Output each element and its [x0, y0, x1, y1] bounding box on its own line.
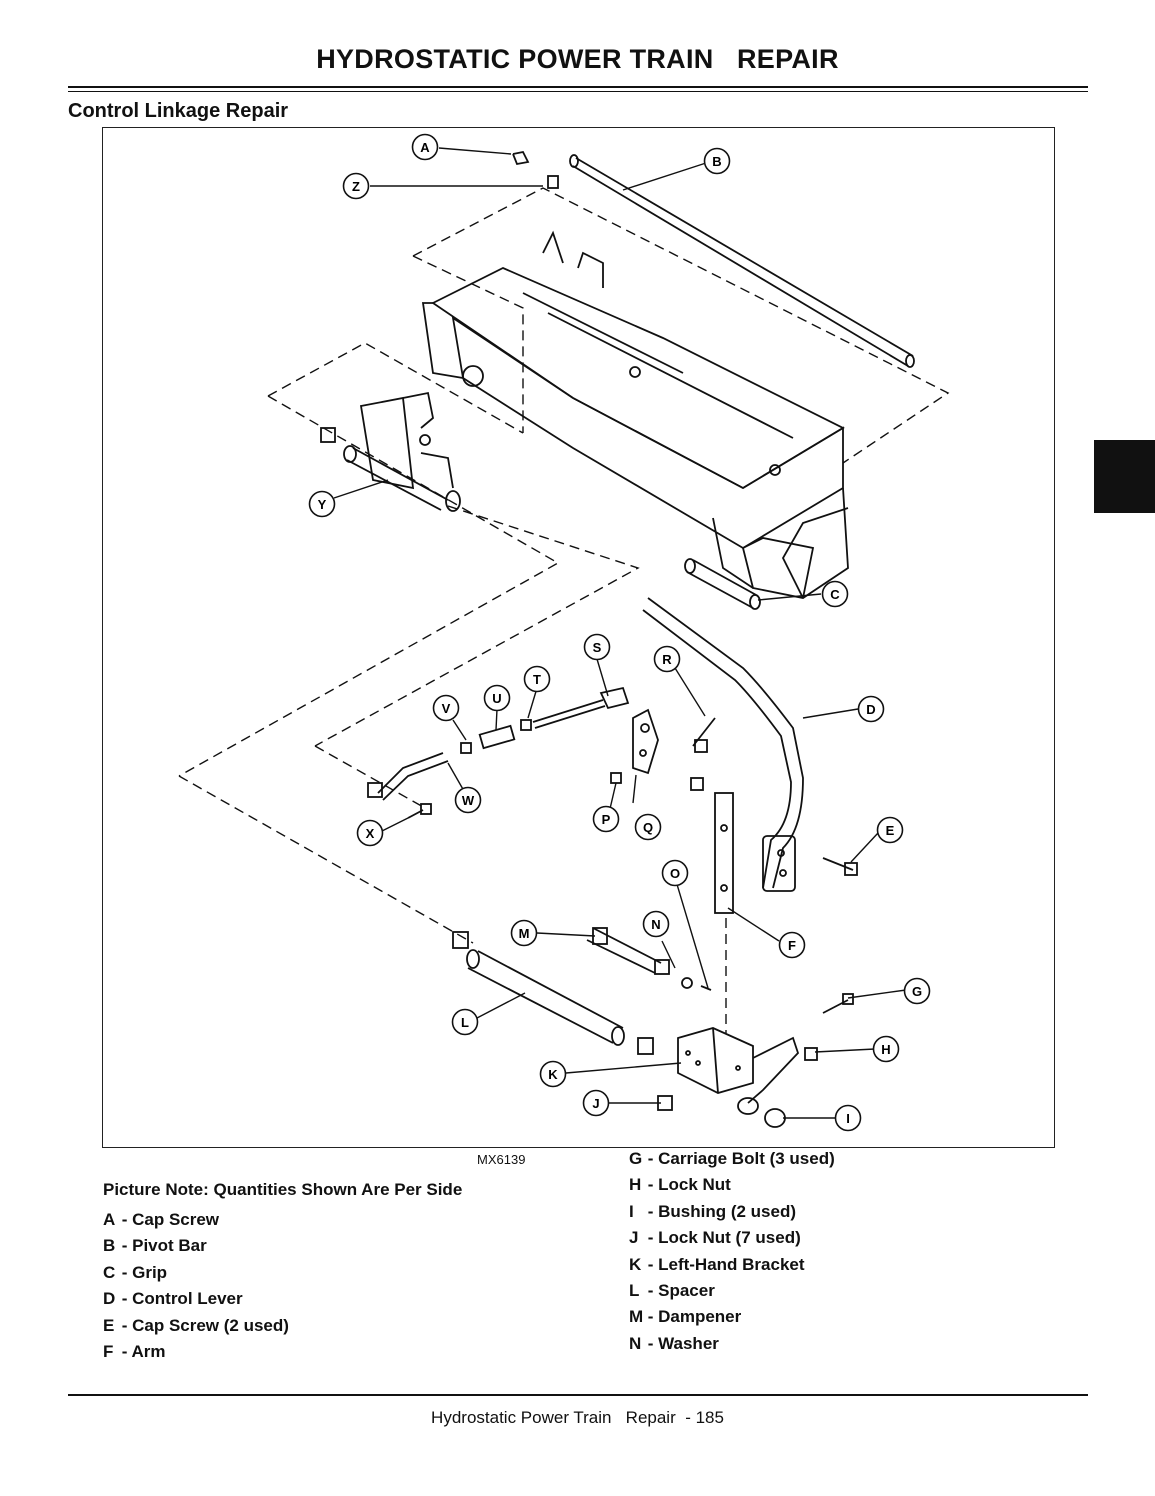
legend-item: J - Lock Nut (7 used)	[629, 1228, 801, 1248]
callout-y: Y	[308, 490, 336, 518]
svg-text:X: X	[366, 826, 375, 841]
svg-text:W: W	[462, 793, 475, 808]
bracket-y	[320, 391, 461, 512]
callout-g: G	[903, 977, 931, 1005]
svg-text:B: B	[712, 154, 721, 169]
fasteners-g-h-i-j	[657, 993, 854, 1128]
callout-leaders	[333, 147, 907, 1119]
svg-text:C: C	[830, 587, 840, 602]
legend-item: M - Dampener	[629, 1307, 742, 1327]
legend-item: K - Left-Hand Bracket	[629, 1254, 805, 1274]
svg-text:Q: Q	[643, 820, 653, 835]
legend-item: N - Washer	[629, 1333, 719, 1353]
title-rule	[68, 86, 1088, 88]
callout-k: K	[539, 1060, 567, 1088]
arm-q	[610, 708, 716, 784]
svg-text:Y: Y	[318, 497, 327, 512]
svg-text:K: K	[548, 1067, 558, 1082]
callout-s: S	[583, 633, 611, 661]
callout-q: Q	[634, 813, 662, 841]
legend-item: C - Grip	[103, 1262, 168, 1282]
callout-l: L	[451, 1008, 479, 1036]
callout-r: R	[653, 645, 681, 673]
callout-e: E	[876, 816, 904, 844]
callout-x: X	[356, 819, 384, 847]
spacer-l	[452, 931, 654, 1055]
legend-item: I - Bushing (2 used)	[629, 1201, 797, 1221]
callout-t: T	[523, 665, 551, 693]
legend-left: A - Cap Screw B - Pivot Bar C - Grip D -…	[103, 1207, 289, 1365]
cap-screw-e	[822, 857, 858, 876]
page-title: HYDROSTATIC POWER TRAIN REPAIR	[316, 44, 839, 74]
control-lever-d	[642, 597, 804, 892]
exploded-diagram: A B C D E F G H I J K L M N O P Q R S T …	[102, 127, 1055, 1148]
callout-u: U	[483, 684, 511, 712]
picture-note: Picture Note: Quantities Shown Are Per S…	[103, 1180, 463, 1199]
callout-b: B	[703, 147, 731, 175]
svg-text:Z: Z	[352, 179, 360, 194]
svg-text:F: F	[788, 938, 796, 953]
legend-item: D - Control Lever	[103, 1289, 243, 1309]
dashed-alignment-lines	[178, 187, 950, 1033]
svg-text:I: I	[846, 1111, 850, 1126]
legend-right: G - Carriage Bolt (3 used) H - Lock Nut …	[629, 1146, 835, 1357]
callout-z: Z	[342, 172, 370, 200]
callout-n: N	[642, 910, 670, 938]
legend-item: H - Lock Nut	[629, 1175, 731, 1195]
callout-v: V	[432, 694, 460, 722]
legend-item: F - Arm	[103, 1341, 166, 1361]
legend-item: B - Pivot Bar	[103, 1236, 207, 1256]
callout-d: D	[857, 695, 885, 723]
svg-text:L: L	[461, 1015, 469, 1030]
svg-text:E: E	[886, 823, 895, 838]
callout-h: H	[872, 1035, 900, 1063]
svg-text:A: A	[420, 140, 430, 155]
linkage-rod	[367, 686, 630, 819]
legend-item: A - Cap Screw	[103, 1210, 220, 1229]
grip-c	[684, 558, 761, 610]
svg-text:M: M	[519, 926, 530, 941]
footer-rule	[68, 1394, 1088, 1396]
svg-text:V: V	[442, 701, 451, 716]
svg-text:G: G	[912, 984, 922, 999]
svg-text:S: S	[593, 640, 602, 655]
title-rule-thin	[68, 91, 1088, 92]
figure-id: MX6139	[477, 1152, 526, 1167]
bracket-k	[677, 1027, 800, 1115]
svg-text:J: J	[592, 1096, 599, 1111]
svg-text:U: U	[492, 691, 501, 706]
svg-text:O: O	[670, 866, 680, 881]
legend-item: E - Cap Screw (2 used)	[103, 1315, 289, 1335]
page-footer: Hydrostatic Power Train Repair - 185	[431, 1408, 724, 1427]
svg-text:H: H	[881, 1042, 890, 1057]
arm-f	[690, 777, 734, 914]
callout-i: I	[834, 1104, 862, 1132]
frame-assembly	[421, 230, 849, 599]
callout-m: M	[510, 919, 538, 947]
legend-item: G - Carriage Bolt (3 used)	[629, 1149, 835, 1168]
callout-j: J	[582, 1089, 610, 1117]
svg-text:P: P	[602, 812, 611, 827]
pivot-bar-b	[512, 150, 915, 368]
svg-text:T: T	[533, 672, 541, 687]
svg-text:R: R	[662, 652, 672, 667]
callout-w: W	[454, 786, 482, 814]
legend-item: L - Spacer	[629, 1280, 715, 1300]
callout-c: C	[821, 580, 849, 608]
svg-text:N: N	[651, 917, 660, 932]
callout-a: A	[411, 133, 439, 161]
callout-f: F	[778, 931, 806, 959]
chapter-tab-marker	[1094, 440, 1155, 513]
callout-o: O	[661, 859, 689, 887]
svg-text:D: D	[866, 702, 875, 717]
callout-p: P	[592, 805, 620, 833]
section-heading: Control Linkage Repair	[68, 100, 289, 122]
